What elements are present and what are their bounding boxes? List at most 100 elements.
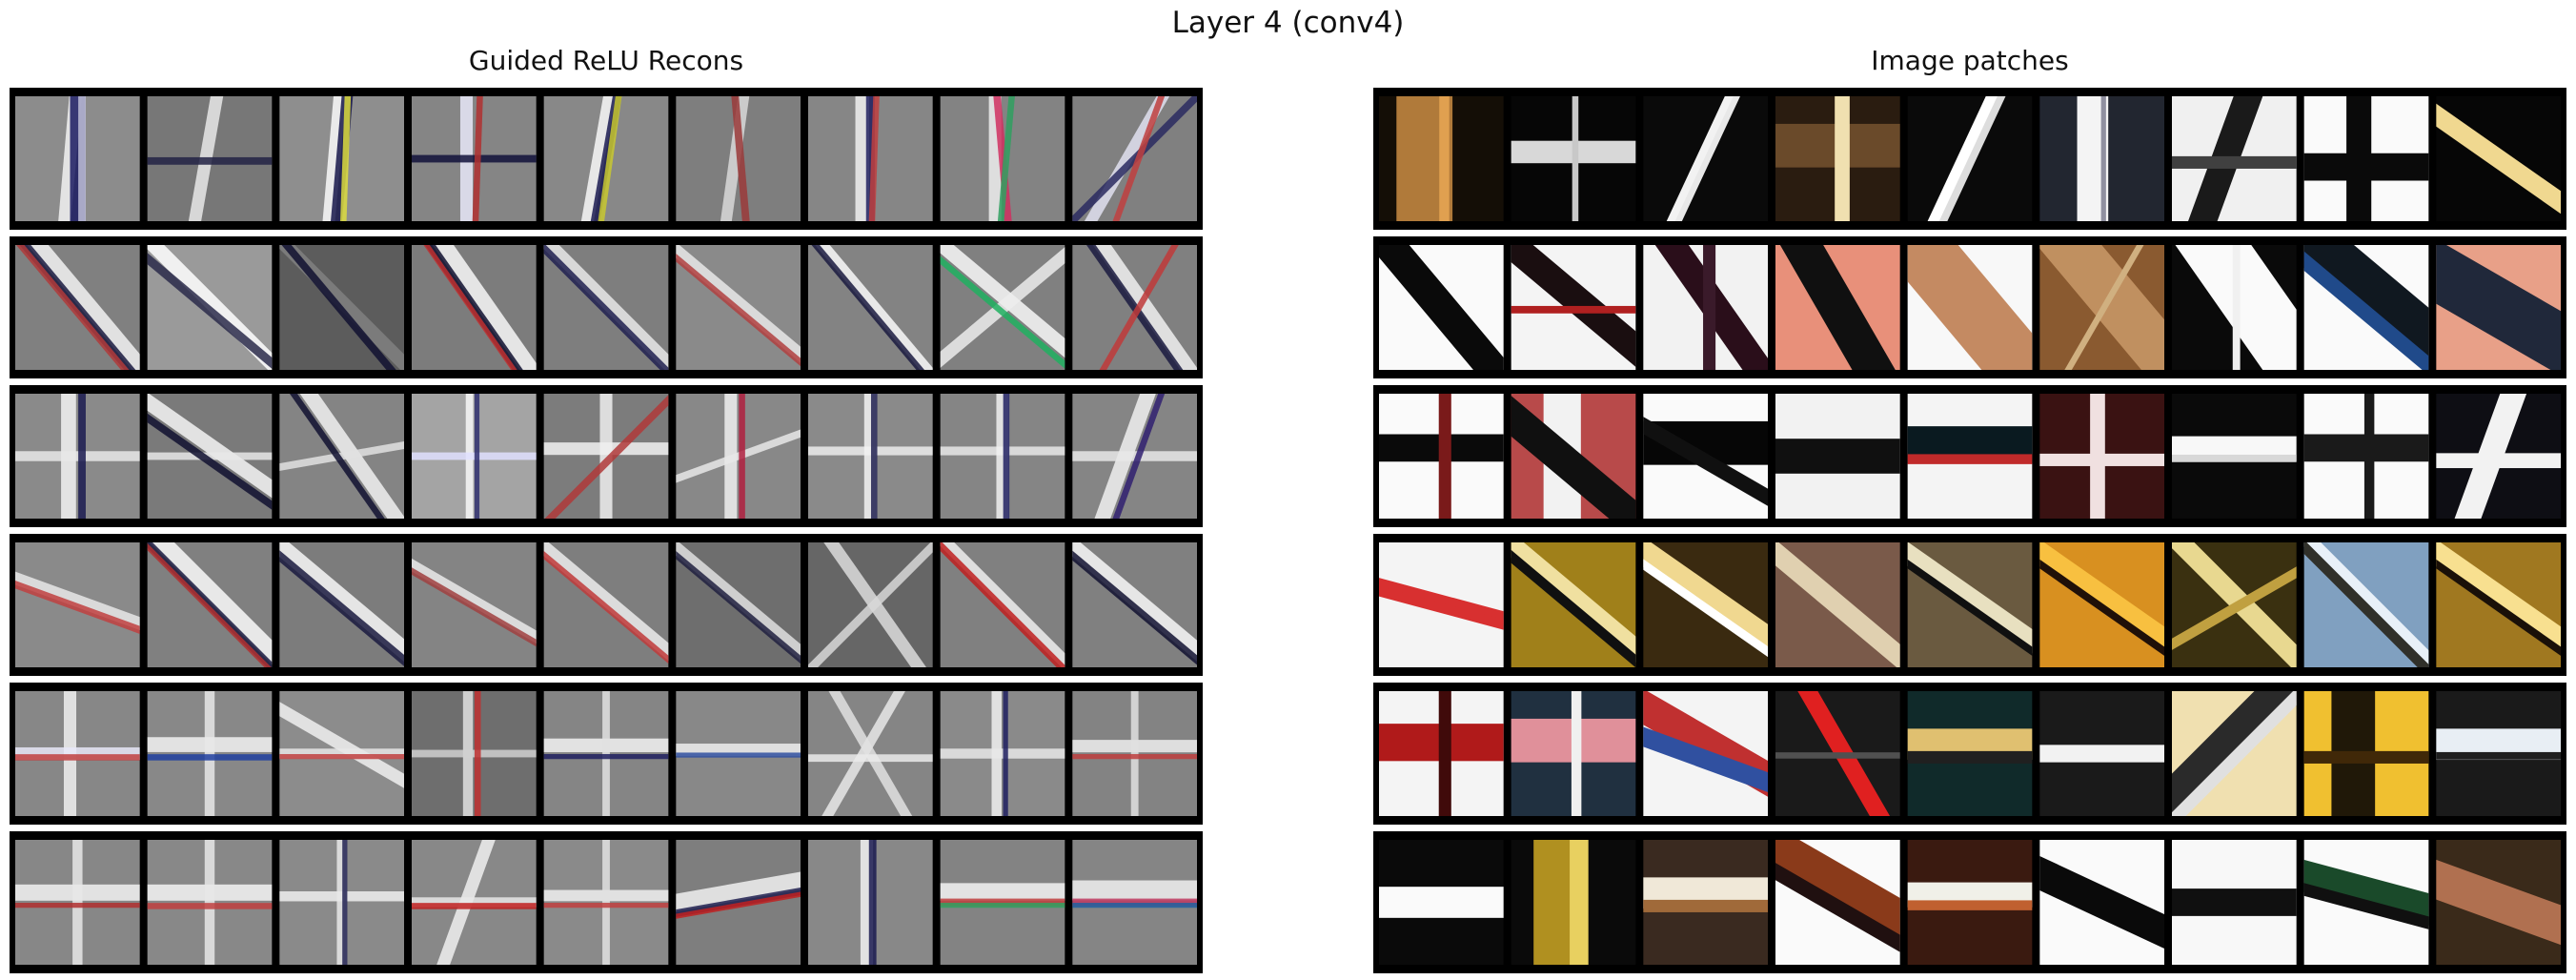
- recons-panel-title: Guided ReLU Recons: [468, 45, 744, 76]
- tile-stroke: [2303, 542, 2429, 667]
- recon-tile: [940, 542, 1065, 667]
- tile-stroke: [1072, 96, 1198, 221]
- tile-stroke: [1074, 245, 1195, 370]
- tile-stroke: [147, 542, 273, 667]
- tile-stroke: [2436, 751, 2562, 760]
- tile-stroke: [593, 96, 627, 221]
- patches-row: [1373, 236, 2566, 378]
- tile-stroke: [147, 542, 273, 667]
- recon-tile: [147, 394, 273, 519]
- recon-tile: [15, 542, 140, 667]
- tile-stroke: [285, 394, 405, 519]
- patches-row: [1373, 88, 2566, 230]
- tile-stroke: [204, 840, 215, 965]
- recon-tile: [676, 691, 801, 816]
- tile-stroke: [412, 547, 537, 657]
- tile-stroke: [2039, 245, 2164, 370]
- recon-tile: [412, 245, 537, 370]
- tile-stroke: [1379, 577, 1504, 639]
- recon-tile: [279, 394, 405, 519]
- tile-stroke: [575, 96, 622, 221]
- tile-stroke: [676, 542, 801, 667]
- tile-stroke: [1003, 394, 1010, 519]
- tile-stroke: [147, 156, 273, 165]
- tile-stroke: [279, 691, 405, 803]
- tile-stroke: [147, 399, 273, 519]
- image-patch-tile: [1907, 840, 2033, 965]
- tile-stroke: [676, 419, 801, 494]
- recons-row-image: [15, 542, 1198, 667]
- tile-stroke: [474, 394, 480, 519]
- tile-stroke: [739, 394, 745, 519]
- tile-stroke: [1907, 245, 2033, 370]
- tile-stroke: [412, 554, 537, 660]
- image-patch-tile: [1643, 245, 1769, 370]
- image-patch-tile: [1643, 542, 1769, 667]
- image-patch-tile: [1775, 691, 1900, 816]
- image-patch-tile: [2303, 245, 2429, 370]
- tile-stroke: [855, 96, 869, 221]
- tile-stroke: [2436, 542, 2562, 666]
- image-patch-tile: [2436, 691, 2562, 816]
- tile-stroke: [1907, 454, 2033, 464]
- recon-tile: [808, 840, 933, 965]
- tile-stroke: [2172, 888, 2297, 916]
- tile-stroke: [543, 245, 669, 370]
- tile-stroke: [2436, 245, 2562, 370]
- tile-stroke: [543, 542, 669, 667]
- tile-stroke: [279, 542, 405, 667]
- recon-tile: [1072, 96, 1198, 221]
- tile-stroke: [412, 749, 537, 758]
- tile-stroke: [676, 866, 801, 918]
- image-patch-tile: [1907, 542, 2033, 667]
- tile-stroke: [1907, 542, 2033, 665]
- image-patch-tile: [2172, 394, 2297, 519]
- tile-stroke: [1511, 394, 1636, 519]
- tile-stroke: [808, 245, 933, 370]
- tile-stroke: [1643, 542, 1769, 666]
- image-patch-tile: [2436, 840, 2562, 965]
- image-patch-tile: [2303, 840, 2429, 965]
- tile-stroke: [15, 451, 140, 461]
- tile-stroke: [1101, 96, 1176, 221]
- tile-stroke: [940, 245, 1065, 370]
- image-patch-tile: [1379, 394, 1504, 519]
- image-patch-tile: [2039, 840, 2164, 965]
- tile-stroke: [1643, 716, 1769, 802]
- tile-stroke: [1907, 750, 2033, 764]
- tile-stroke: [940, 883, 1065, 901]
- tile-stroke: [940, 898, 1065, 907]
- recon-tile: [808, 691, 933, 816]
- recon-tile: [940, 394, 1065, 519]
- tile-stroke: [2436, 546, 2562, 667]
- tile-stroke: [2303, 245, 2429, 370]
- patches-row: [1373, 683, 2566, 825]
- recon-tile: [1072, 840, 1198, 965]
- tile-stroke: [1643, 899, 1769, 912]
- image-patch-tile: [1511, 96, 1636, 221]
- tile-stroke: [412, 154, 537, 163]
- tile-stroke: [1654, 96, 1750, 221]
- tile-stroke: [1379, 245, 1504, 370]
- tile-stroke: [2077, 96, 2109, 221]
- image-patch-tile: [2172, 691, 2297, 816]
- patches-row: [1373, 534, 2566, 676]
- recons-row-image: [15, 691, 1198, 816]
- recon-tile: [940, 691, 1065, 816]
- tile-stroke: [676, 245, 801, 370]
- tile-stroke: [994, 96, 1019, 221]
- tile-stroke: [940, 748, 1065, 759]
- tile-stroke: [1379, 887, 1504, 918]
- tile-stroke: [940, 903, 1065, 909]
- recon-tile: [147, 691, 273, 816]
- tile-stroke: [1571, 691, 1582, 816]
- tile-stroke: [870, 394, 878, 519]
- image-patch-tile: [2436, 245, 2562, 370]
- tile-stroke: [147, 245, 273, 370]
- tile-stroke: [1907, 546, 2033, 667]
- tile-stroke: [808, 754, 933, 763]
- tile-stroke: [471, 96, 485, 221]
- tile-stroke: [868, 840, 877, 965]
- tile-stroke: [2039, 453, 2164, 466]
- tile-stroke: [1775, 849, 1900, 963]
